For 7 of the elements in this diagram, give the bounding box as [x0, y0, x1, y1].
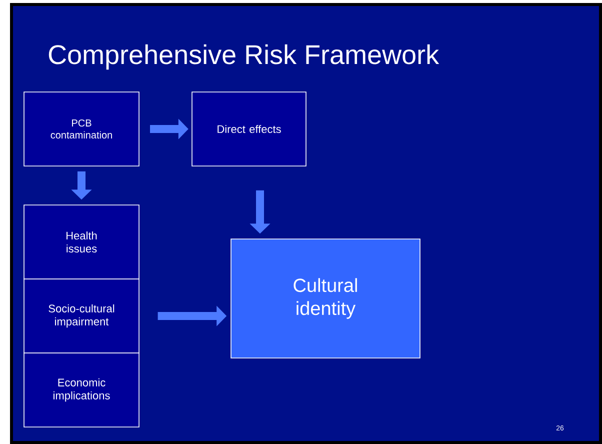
process-box: Health issues [24, 204, 140, 280]
process-box: Economic implications [24, 352, 140, 428]
process-box: Direct effects [192, 92, 306, 166]
process-box: Cultural identity [230, 238, 420, 358]
process-box: PCB contamination [24, 92, 140, 166]
slide-title: Comprehensive Risk Framework [48, 44, 440, 70]
process-box: Socio-cultural impairment [24, 278, 140, 354]
